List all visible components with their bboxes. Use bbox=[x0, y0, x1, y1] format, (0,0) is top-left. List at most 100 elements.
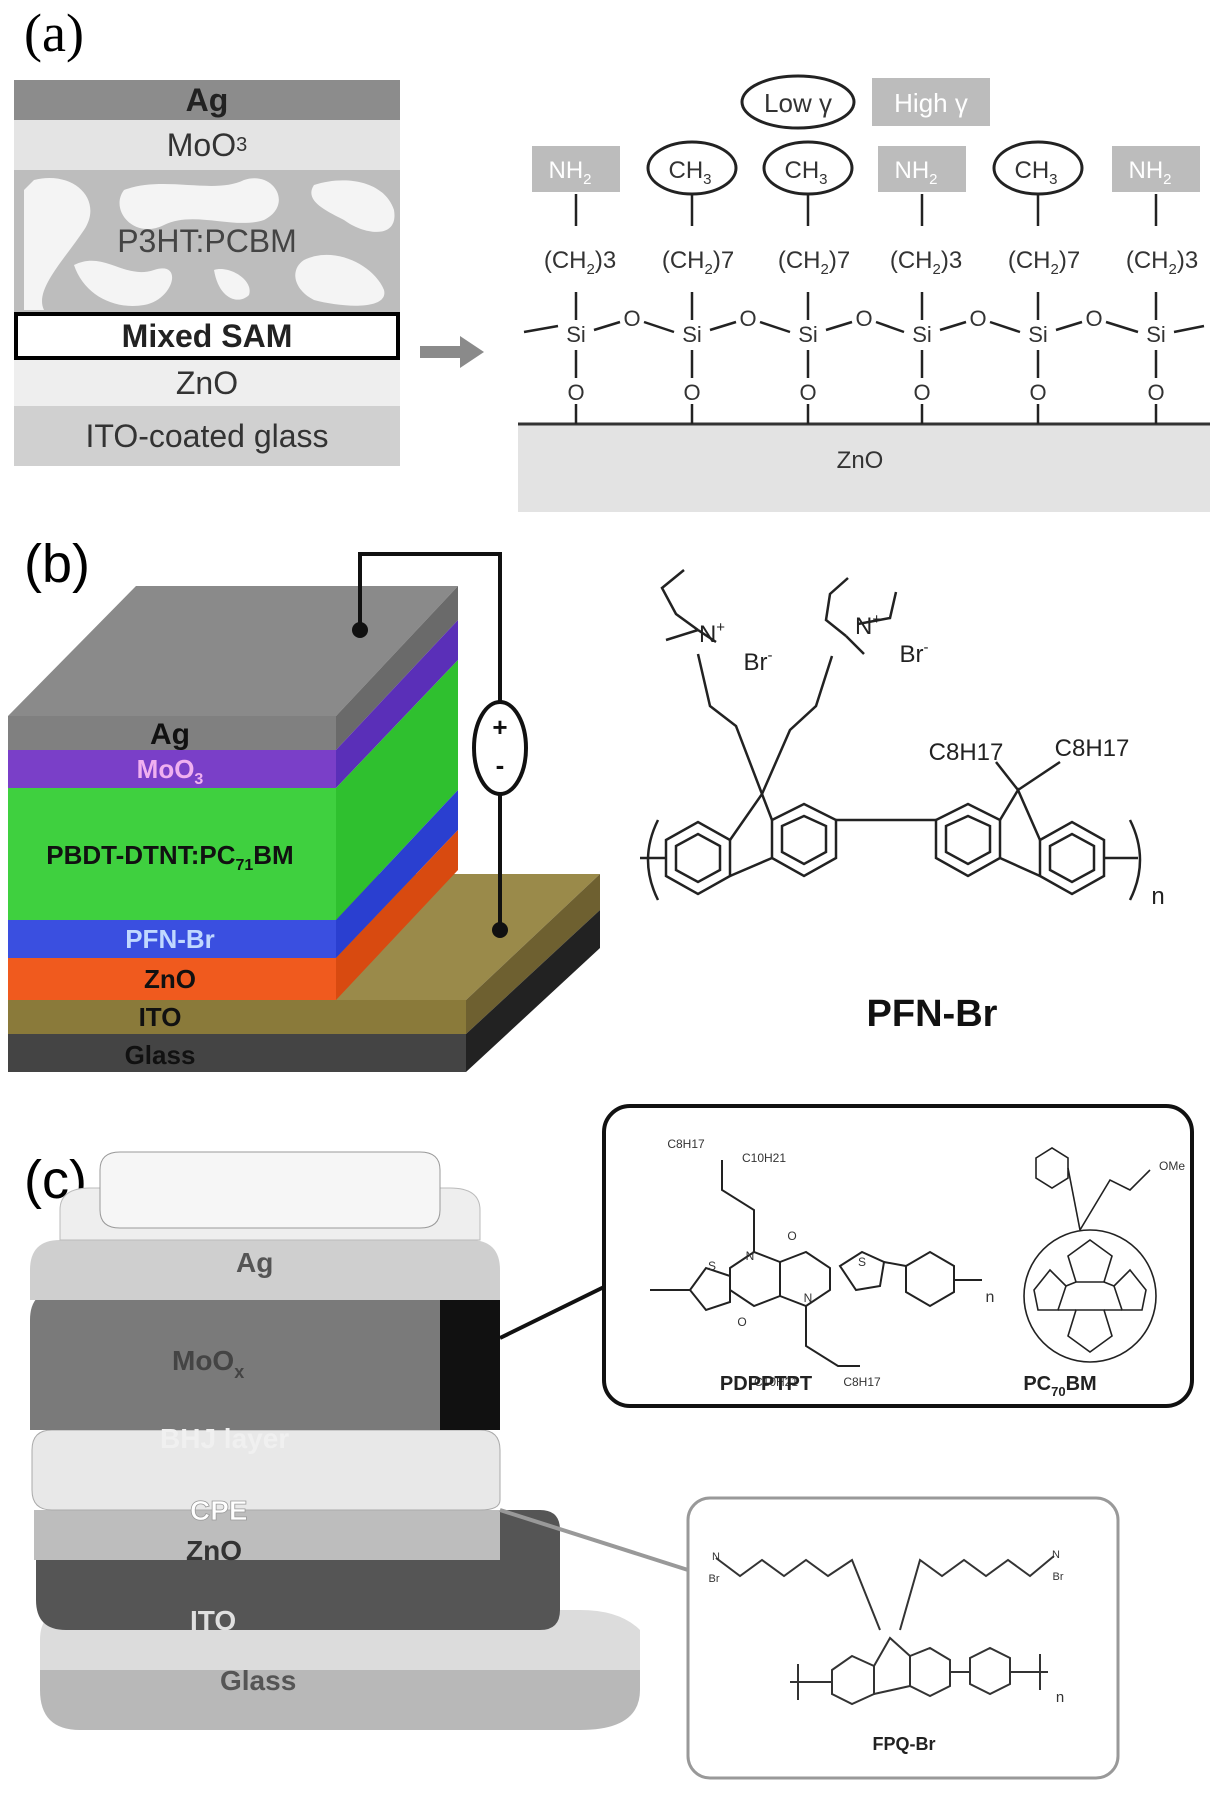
lactam-n: N bbox=[746, 1249, 755, 1263]
legend-low-label: Low γ bbox=[764, 88, 832, 118]
layer-zno bbox=[34, 1510, 500, 1560]
svg-text:CH3: CH3 bbox=[1014, 157, 1057, 188]
moo3-side bbox=[336, 620, 458, 788]
label-ag: Ag bbox=[150, 718, 190, 751]
o-anchor: O bbox=[913, 380, 930, 405]
active-side bbox=[336, 660, 458, 920]
ester-ome: OMe bbox=[1159, 1159, 1185, 1173]
stack-top bbox=[8, 586, 458, 716]
svg-text:NH2: NH2 bbox=[894, 157, 937, 188]
pfn-br-name: PFN-Br bbox=[867, 993, 998, 1035]
battery-minus: - bbox=[496, 750, 505, 780]
label-moox: MoOx bbox=[172, 1345, 244, 1382]
panel-c: (c) Glass ITO ZnO CPE BHJ layer MoOx Ag … bbox=[24, 1104, 1194, 1780]
substrate-label: ZnO bbox=[837, 447, 884, 474]
chain-c3: (CH2)3 bbox=[890, 247, 962, 278]
layer-ito-front bbox=[8, 1000, 466, 1034]
label-active: PBDT-DTNT:PC71BM bbox=[46, 840, 293, 874]
chain-c7: (CH2)7 bbox=[1008, 247, 1080, 278]
o-anchor: O bbox=[1147, 380, 1164, 405]
label-bhj: BHJ layer bbox=[160, 1423, 289, 1454]
layer-pfn-front bbox=[8, 920, 336, 958]
o-bridge: O bbox=[1085, 306, 1102, 331]
label-glass: Glass bbox=[125, 1040, 196, 1070]
headgroup-nh2 bbox=[1112, 146, 1200, 192]
label-cpe: CPE bbox=[190, 1495, 248, 1526]
blend-morphology bbox=[24, 178, 395, 310]
chain-c7: (CH2)7 bbox=[662, 247, 734, 278]
alkyl-c8h17: C8H17 bbox=[929, 739, 1004, 766]
fpq-n: N bbox=[1052, 1549, 1060, 1561]
label-ito: ITO bbox=[190, 1605, 236, 1636]
pc70bm-name: PC70BM bbox=[1023, 1373, 1096, 1399]
alkyl-c10h21: C10H21 bbox=[754, 1375, 798, 1389]
pfn-side bbox=[336, 790, 458, 958]
battery-icon bbox=[472, 700, 528, 796]
headgroup-nh2 bbox=[878, 146, 966, 192]
fpq-br-structure bbox=[715, 1555, 1055, 1706]
zno-substrate bbox=[518, 424, 1210, 512]
svg-text:CH3: CH3 bbox=[784, 157, 827, 188]
fpq-br-name: FPQ-Br bbox=[873, 1734, 936, 1754]
layer-ag bbox=[99, 1151, 441, 1229]
o-bridge: O bbox=[969, 306, 986, 331]
layer-moo3-front bbox=[8, 750, 336, 788]
chain-c3: (CH2)3 bbox=[1126, 247, 1198, 278]
fpq-n: N bbox=[712, 1551, 720, 1563]
alkyl-c8h17: C8H17 bbox=[1055, 735, 1130, 762]
ammonium-n: N+ bbox=[855, 611, 881, 640]
svg-text:CH3: CH3 bbox=[668, 157, 711, 188]
label-zno: ZnO bbox=[186, 1535, 242, 1566]
layer-zno: ZnO bbox=[14, 360, 400, 406]
layer-p3ht-pcbm: P3HT:PCBM bbox=[14, 170, 400, 312]
pdpptpt-structure bbox=[650, 1160, 982, 1367]
o-bridge: O bbox=[855, 306, 872, 331]
layer-bhj bbox=[30, 1290, 500, 1430]
svg-text:NH2: NH2 bbox=[1128, 157, 1171, 188]
headgroup-ch3 bbox=[762, 140, 854, 196]
o-anchor: O bbox=[1029, 380, 1046, 405]
thiophene-s: S bbox=[708, 1259, 716, 1273]
structure-box-1 bbox=[602, 1104, 1194, 1408]
panel-a-sam-schematic: Low γ High γ ZnO NH2 CH3 CH3 NH2 CH3 NH2… bbox=[420, 74, 1210, 512]
layer-cpe bbox=[31, 1429, 501, 1511]
thiophene-s: S bbox=[858, 1255, 866, 1269]
label-ito: ITO bbox=[139, 1002, 182, 1032]
fpq-br: Br bbox=[709, 1573, 720, 1585]
si-atom: Si bbox=[1028, 322, 1048, 347]
lactam-n: N bbox=[804, 1291, 813, 1305]
si-atom: Si bbox=[682, 322, 702, 347]
layer-ag-front bbox=[8, 716, 336, 750]
headgroup-ch3 bbox=[992, 140, 1084, 196]
layer-glass-front bbox=[8, 1034, 466, 1072]
panel-b-label: (b) bbox=[24, 534, 90, 594]
contact-top bbox=[352, 622, 368, 638]
legend-low-gamma bbox=[740, 74, 856, 130]
alkyl-c8h17: C8H17 bbox=[667, 1137, 705, 1151]
si-atom: Si bbox=[566, 322, 586, 347]
si-atom: Si bbox=[912, 322, 932, 347]
label-zno: ZnO bbox=[144, 964, 196, 994]
layer-ito-glass: ITO-coated glass bbox=[14, 406, 400, 466]
chain-c3: (CH2)3 bbox=[544, 247, 616, 278]
svg-text:NH2: NH2 bbox=[548, 157, 591, 188]
ammonium-n: N+ bbox=[699, 619, 725, 648]
ito-slab-side bbox=[466, 874, 600, 1034]
label-ag: Ag bbox=[236, 1247, 273, 1278]
pfn-br-structure bbox=[640, 569, 1142, 901]
repeat-n: n bbox=[1151, 883, 1164, 910]
label-pfn: PFN-Br bbox=[125, 924, 215, 954]
legend-high-gamma bbox=[872, 78, 990, 126]
si-atom: Si bbox=[798, 322, 818, 347]
fpq-br: Br bbox=[1053, 1571, 1064, 1583]
panel-a-label: (a) bbox=[24, 3, 84, 63]
pdpptpt-name: PDPPTPT bbox=[720, 1373, 812, 1395]
layer-ag: Ag bbox=[14, 80, 400, 120]
fullerene-structure bbox=[1023, 1147, 1157, 1363]
ag-side bbox=[336, 586, 458, 750]
o-bridge: O bbox=[623, 306, 640, 331]
o-anchor: O bbox=[567, 380, 584, 405]
bromide: Br- bbox=[900, 639, 929, 668]
legend-high-label: High γ bbox=[894, 88, 968, 118]
